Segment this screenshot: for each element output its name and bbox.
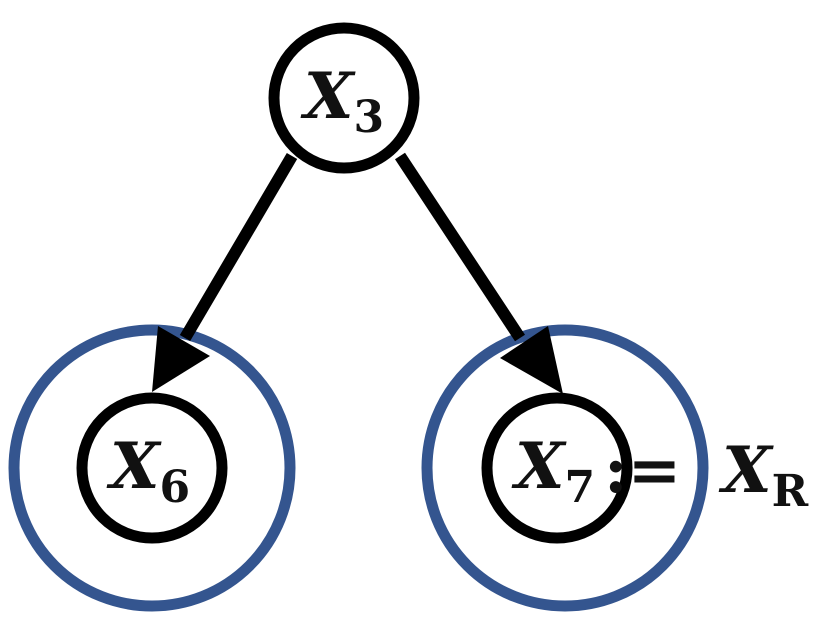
assignment-operator: := xyxy=(604,433,681,508)
node-x3-circle xyxy=(268,22,420,174)
node-x7-subscript: 7 xyxy=(565,462,596,513)
node-x3: X3 xyxy=(268,22,420,174)
svg-text:X3: X3 xyxy=(300,59,384,143)
node-x6-circle xyxy=(76,392,228,544)
node-x3-subscript: 3 xyxy=(354,92,385,143)
node-x7-letter: X xyxy=(511,429,567,504)
edge-x3-x6 xyxy=(152,152,298,392)
svg-text:X7: X7 xyxy=(511,429,595,513)
node-x7-circle xyxy=(481,392,633,544)
node-x6-letter: X xyxy=(106,429,162,504)
arrowhead-x6 xyxy=(152,326,210,392)
arrowhead-x7 xyxy=(500,326,563,394)
assignment-rhs-subscript: R xyxy=(772,466,809,517)
svg-text:X6: X6 xyxy=(106,429,190,513)
node-x7: X7 xyxy=(481,392,633,544)
highlight-ring-x6 xyxy=(8,324,296,612)
edge-x3-x7 xyxy=(394,152,563,394)
assignment-rhs-letter: X xyxy=(718,433,774,508)
node-x6-subscript: 6 xyxy=(160,462,191,513)
node-x6: X6 xyxy=(76,392,228,544)
node-x3-letter: X xyxy=(300,59,356,134)
assignment-annotation: := XR xyxy=(604,433,809,517)
svg-text:XR: XR xyxy=(718,433,809,517)
highlight-ring-x7 xyxy=(421,324,709,612)
